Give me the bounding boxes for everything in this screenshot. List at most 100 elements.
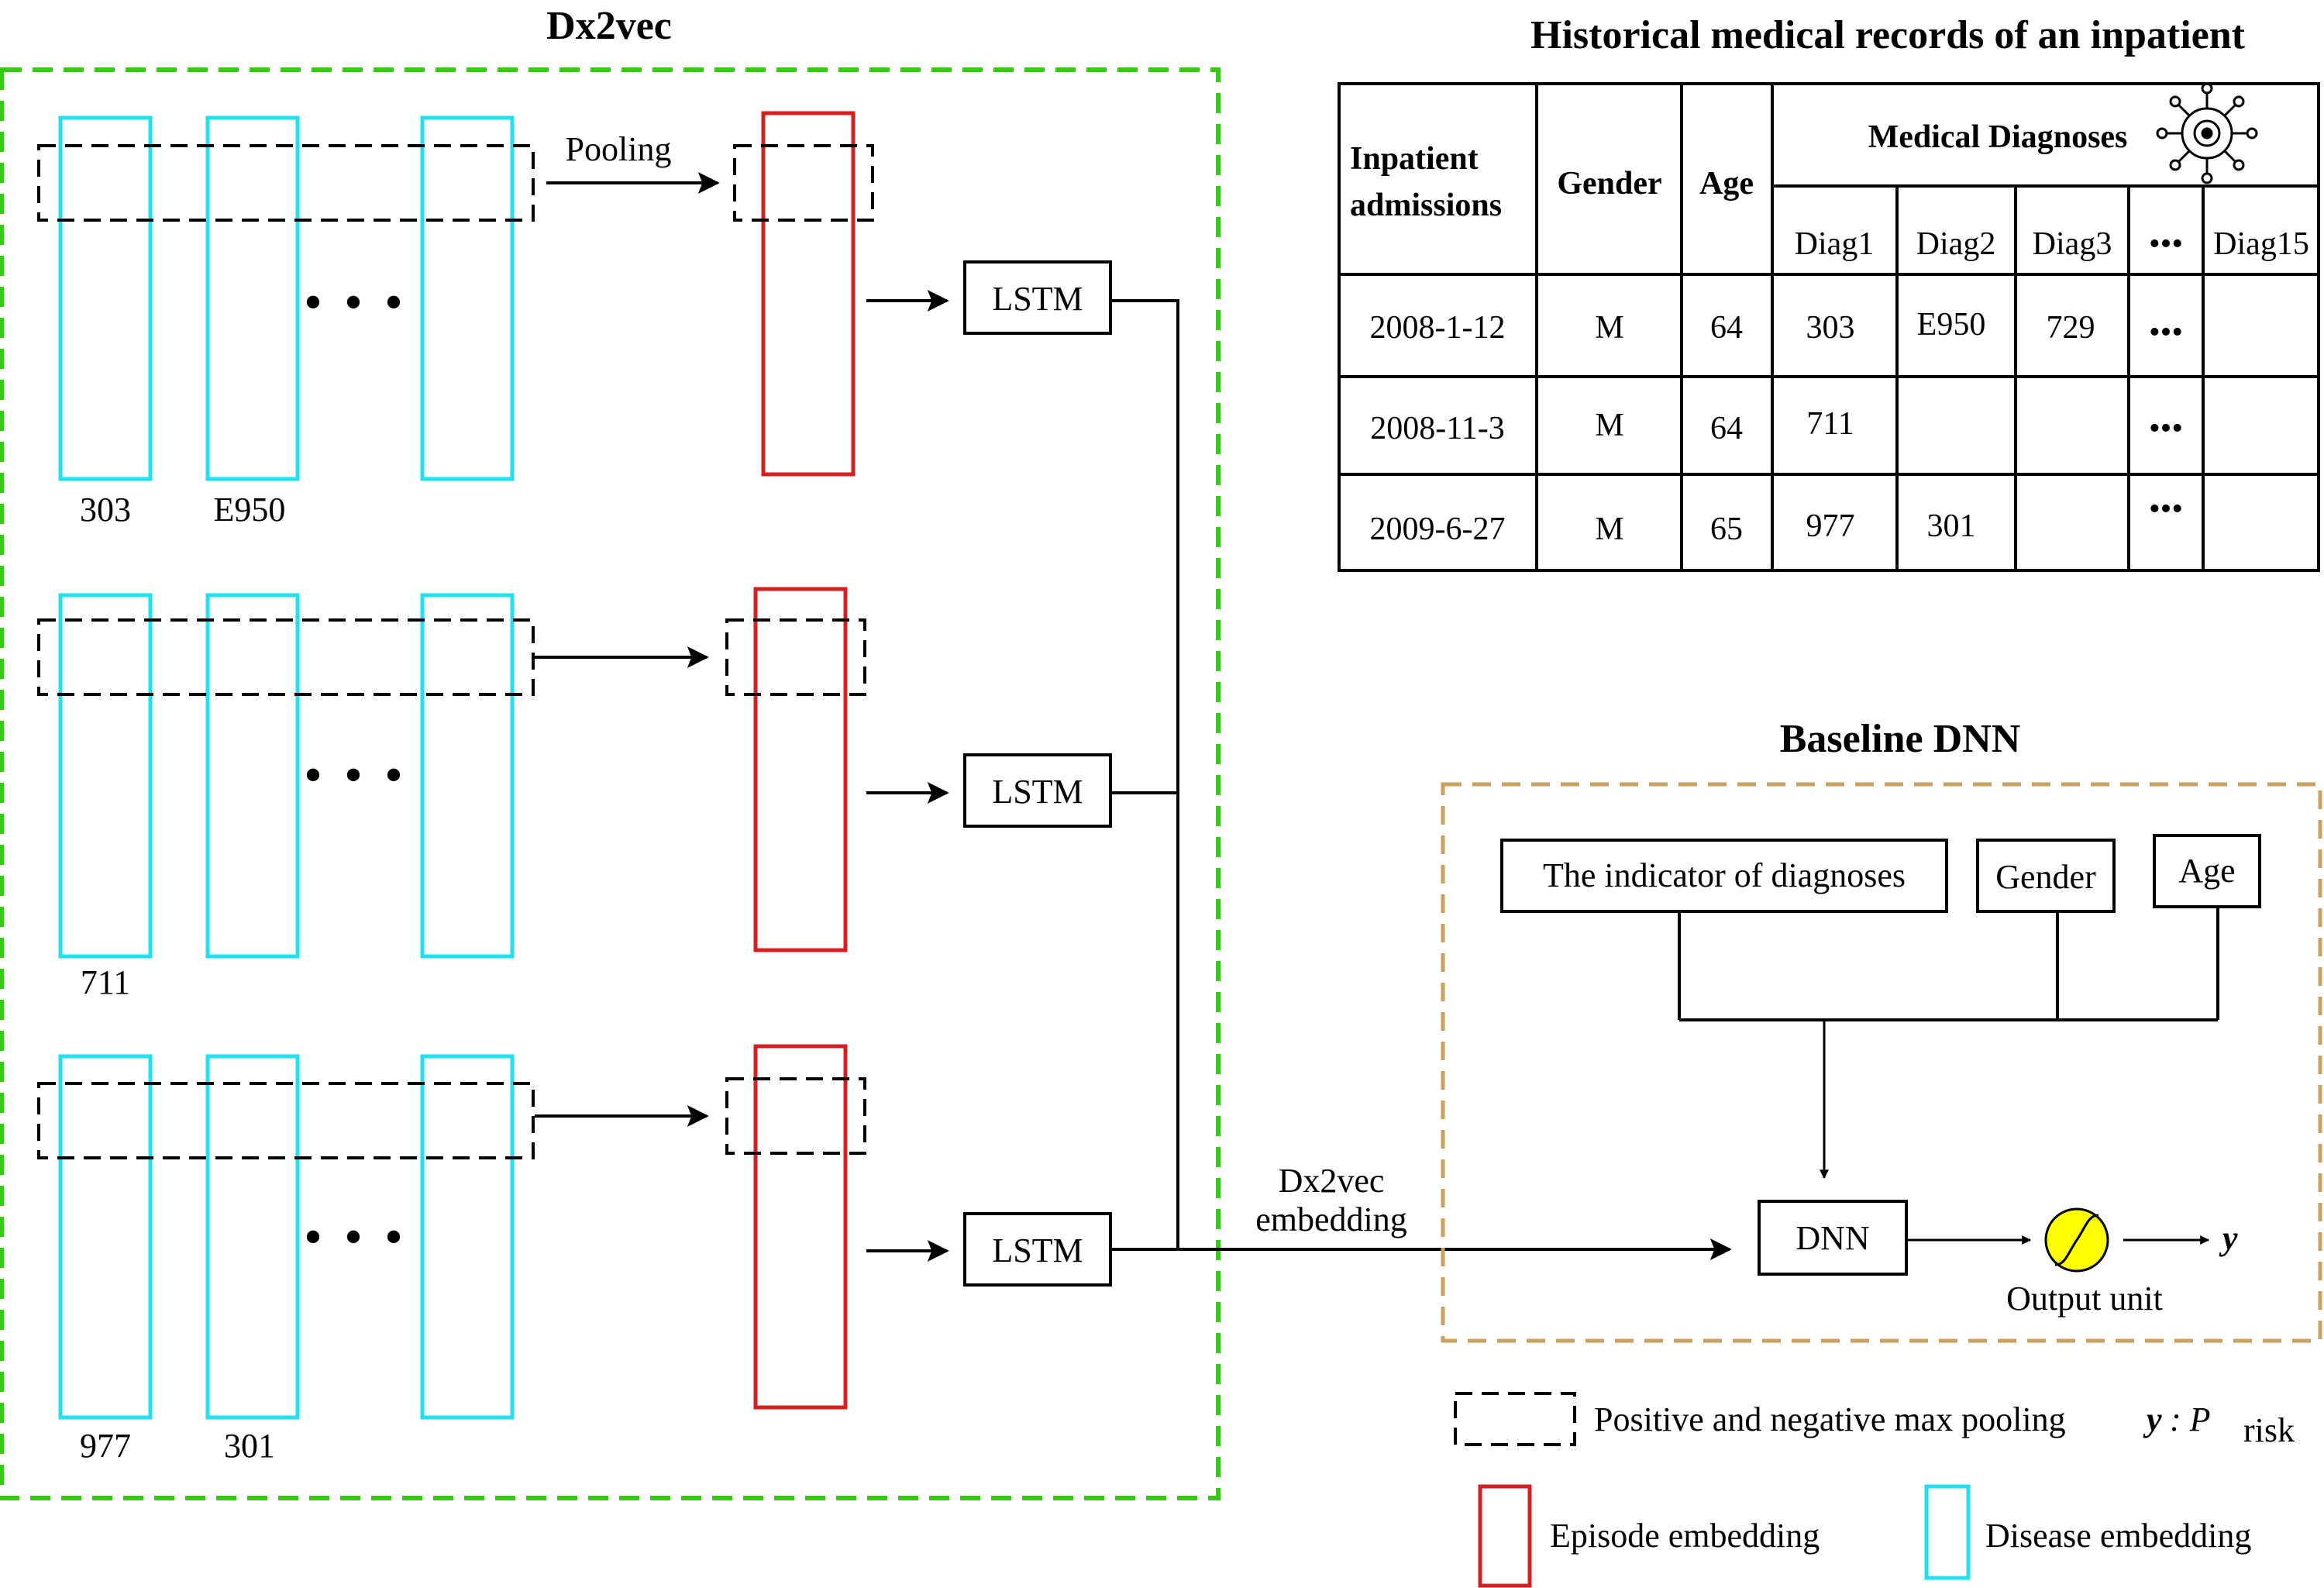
pooling-window bbox=[37, 1082, 535, 1159]
legend-disease-swatch bbox=[1924, 1484, 1971, 1580]
legend: Positive and negative max pooling y : P … bbox=[1454, 1392, 2295, 1588]
code-label: 977 bbox=[80, 1427, 131, 1465]
disease-embedding bbox=[205, 1054, 300, 1420]
indicator-box bbox=[1500, 839, 1948, 913]
lstm-box bbox=[963, 753, 1112, 828]
episode-embedding bbox=[753, 587, 848, 952]
dx2vec-embedding-connector: Dx2vec embedding bbox=[1178, 1162, 1732, 1260]
indicator-label: The indicator of diagnoses bbox=[1543, 856, 1906, 894]
svg-text:•••: ••• bbox=[2149, 411, 2183, 446]
svg-text:303: 303 bbox=[1806, 310, 1855, 346]
baseline-panel: Baseline DNN The indicator of diagnoses … bbox=[1441, 717, 2322, 1343]
svg-text:729: 729 bbox=[2047, 310, 2095, 346]
lstm-box bbox=[963, 1212, 1112, 1287]
svg-text:977: 977 bbox=[1806, 508, 1855, 544]
disease-embedding bbox=[58, 1054, 153, 1420]
admission-row-1: • • • 303 E950 Pooling LSTM bbox=[37, 111, 1112, 529]
dx2vec-panel: Dx2vec • • • 303 E950 Pooling LSTM • • • bbox=[0, 4, 1221, 1500]
pooling-window bbox=[37, 144, 535, 222]
ellipsis: • • • bbox=[305, 277, 408, 328]
svg-text:M: M bbox=[1595, 512, 1623, 547]
disease-embedding bbox=[420, 1054, 515, 1420]
svg-text:2009-6-27: 2009-6-27 bbox=[1370, 512, 1506, 547]
header-gender: Gender bbox=[1557, 166, 1661, 202]
legend-pooling-label: Positive and negative max pooling bbox=[1594, 1400, 2066, 1438]
header-diag: Diag2 bbox=[1916, 226, 1996, 262]
pooling-label: Pooling bbox=[566, 130, 672, 168]
dx2vec-border bbox=[0, 67, 1221, 1500]
legend-p-sub: risk bbox=[2243, 1411, 2295, 1449]
records-title: Historical medical records of an inpatie… bbox=[1530, 13, 2246, 57]
virus-icon bbox=[2156, 82, 2258, 184]
admission-row-2: • • • 711 LSTM bbox=[37, 587, 1112, 1001]
disease-embedding bbox=[420, 593, 515, 959]
header-admissions: admissions bbox=[1350, 188, 1502, 223]
svg-text:M: M bbox=[1595, 408, 1623, 443]
y-output: y bbox=[2219, 1219, 2238, 1257]
header-admissions: Inpatient bbox=[1350, 141, 1479, 177]
svg-text:•••: ••• bbox=[2149, 315, 2183, 350]
embedding-label-1: Dx2vec bbox=[1279, 1162, 1385, 1200]
ellipsis: • • • bbox=[305, 1211, 408, 1262]
gender-label: Gender bbox=[1995, 858, 2096, 896]
dx2vec-title: Dx2vec bbox=[546, 4, 672, 48]
code-label: 711 bbox=[81, 963, 130, 1001]
svg-text:64: 64 bbox=[1710, 411, 1743, 446]
svg-text:711: 711 bbox=[1806, 406, 1854, 442]
table-row: 2008-11-3 M 64 711 ••• bbox=[1370, 406, 2183, 446]
age-box bbox=[2153, 834, 2261, 908]
baseline-title: Baseline DNN bbox=[1780, 717, 2021, 761]
table-row: 2009-6-27 M 65 977 301 ••• bbox=[1370, 491, 2184, 547]
code-label: 301 bbox=[224, 1427, 275, 1465]
admission-row-3: • • • 977 301 LSTM bbox=[37, 1044, 1112, 1465]
age-label: Age bbox=[2178, 852, 2235, 890]
code-label: 303 bbox=[80, 491, 131, 529]
disease-embedding bbox=[58, 593, 153, 959]
ellipsis: • • • bbox=[305, 749, 408, 801]
code-label: E950 bbox=[214, 491, 286, 529]
svg-text:2008-1-12: 2008-1-12 bbox=[1370, 310, 1506, 346]
disease-embedding bbox=[420, 115, 515, 481]
header-diag: Diag1 bbox=[1795, 226, 1875, 262]
lstm-label: LSTM bbox=[992, 773, 1083, 811]
legend-y: y bbox=[2143, 1400, 2162, 1438]
episode-embedding bbox=[753, 1044, 848, 1410]
svg-text:M: M bbox=[1595, 310, 1623, 346]
episode-embedding bbox=[761, 111, 856, 477]
svg-text:2008-11-3: 2008-11-3 bbox=[1370, 411, 1504, 446]
legend-episode-swatch bbox=[1478, 1484, 1532, 1588]
legend-episode-label: Episode embedding bbox=[1550, 1517, 1820, 1555]
lstm-label: LSTM bbox=[992, 1231, 1083, 1269]
svg-text:65: 65 bbox=[1710, 512, 1743, 547]
svg-text:•••: ••• bbox=[2149, 491, 2183, 527]
baseline-border bbox=[1441, 782, 2322, 1343]
pooling-window bbox=[37, 618, 535, 696]
pooled-window bbox=[733, 144, 874, 222]
legend-disease-label: Disease embedding bbox=[1985, 1517, 2251, 1555]
dnn-box bbox=[1758, 1200, 1908, 1276]
feature-connector bbox=[1678, 907, 2219, 1180]
disease-embedding bbox=[58, 115, 153, 481]
records-table: Historical medical records of an inpatie… bbox=[1338, 13, 2320, 572]
legend-pooling-swatch bbox=[1454, 1392, 1576, 1446]
lstm-box bbox=[963, 260, 1112, 335]
svg-text:64: 64 bbox=[1710, 310, 1743, 346]
header-diag: Diag15 bbox=[2213, 226, 2309, 262]
output-unit-icon bbox=[2044, 1207, 2109, 1273]
lstm-merge-connector bbox=[1110, 299, 1179, 1251]
header-diag: ••• bbox=[2149, 226, 2183, 262]
embedding-label-2: embedding bbox=[1255, 1200, 1407, 1238]
disease-embedding bbox=[205, 115, 300, 481]
lstm-label: LSTM bbox=[992, 280, 1083, 318]
pooled-window bbox=[725, 1077, 866, 1155]
disease-embedding bbox=[205, 593, 300, 959]
table-row: 2008-1-12 M 64 303 E950 729 ••• bbox=[1370, 307, 2184, 350]
pooled-window bbox=[725, 618, 866, 696]
gender-box bbox=[1976, 839, 2116, 913]
header-age: Age bbox=[1699, 166, 1754, 202]
legend-p: : P bbox=[2170, 1400, 2211, 1438]
dnn-label: DNN bbox=[1796, 1219, 1869, 1257]
output-unit-label: Output unit bbox=[2006, 1280, 2163, 1318]
header-diag: Diag3 bbox=[2033, 226, 2112, 262]
